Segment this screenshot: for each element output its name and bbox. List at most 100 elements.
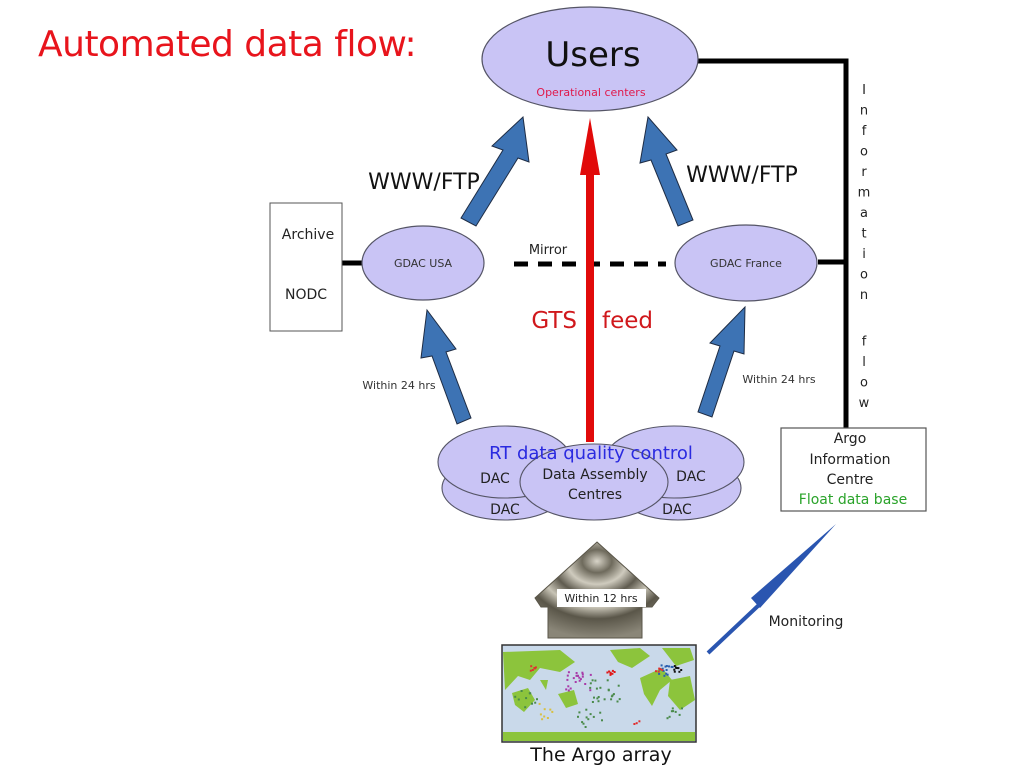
float-dot [589,686,592,689]
float-dot [606,671,609,674]
float-dot [567,685,570,688]
users-to-aic-line [696,58,849,428]
float-dot [578,676,581,679]
float-dot [617,684,620,687]
float-dot [529,669,532,672]
float-dot [533,667,536,669]
gdac-france-node: GDAC France [674,224,818,302]
float-dot [576,674,579,677]
float-dot [633,723,636,725]
float-dot [572,677,575,680]
float-dot [660,664,663,667]
float-dot [672,710,675,713]
float-dot [577,715,579,718]
float-dot [514,695,517,698]
operational-centers-label: Operational centers [536,86,645,99]
float-dot [608,670,611,673]
float-dot [613,671,616,673]
float-dot [673,668,676,671]
float-dot [582,722,585,725]
float-dot [581,673,584,676]
float-dot [609,673,612,676]
map-continents [503,648,695,741]
gts-feed-arrow [580,118,600,442]
float-dot [592,715,595,718]
dac-right-top-label: DAC [676,469,706,485]
float-dot [601,719,603,722]
float-dot [597,700,600,703]
float-dot [589,713,592,716]
float-dot [581,671,584,674]
information-flow-letter: t [861,227,866,242]
float-dot [664,665,667,668]
information-flow-letter: m [858,186,871,201]
float-dot [569,687,572,690]
float-dot [543,715,546,718]
float-dot [665,669,668,671]
aic-line-2: Information [809,452,890,468]
within-24-left-label: Within 24 hrs [362,379,435,392]
float-dot [666,673,669,676]
float-dot [666,717,669,720]
float-dot [670,710,673,713]
float-dot [662,669,665,672]
float-dot [611,672,614,675]
float-dot [578,711,581,714]
blue-arrows [420,115,746,425]
float-database-label: Float data base [799,492,907,508]
float-dot [534,666,537,669]
data-assembly-label: Data Assembly [542,467,647,483]
float-dot [549,708,552,711]
centres-label: Centres [568,487,622,503]
users-label: Users [545,35,640,75]
float-dot [574,681,577,683]
float-dot [611,694,614,697]
information-flow-letter: o [860,145,868,160]
within-24-right-label: Within 24 hrs [742,373,815,386]
within-12-hrs-arrow: Within 12 hrs [534,541,660,639]
information-flow-letter: n [860,288,868,303]
float-dot [538,702,541,705]
rt-quality-control-label: RT data quality control [489,443,693,464]
float-dot [671,707,674,710]
float-dot [579,678,582,681]
dac-left-top-label: DAC [480,471,510,487]
float-dot [566,678,569,681]
float-dot [596,697,599,700]
information-flow-letter: a [860,206,868,221]
monitoring-label: Monitoring [769,614,844,630]
float-dot [599,711,602,714]
float-dot [657,670,660,673]
float-dot [609,671,612,674]
arrow-gdac-usa-to-users [460,115,530,227]
argo-array-map: The Argo array [501,644,697,766]
users-node: Users Operational centers [481,6,699,112]
aic-line-1: Argo [834,431,867,447]
float-dot [680,669,683,671]
float-dot [594,679,597,682]
float-dot [618,698,621,701]
float-dot [663,674,666,677]
float-dot [665,665,668,667]
float-dot [584,683,587,685]
gts-label: GTS [531,308,577,334]
archive-label: Archive [282,227,334,243]
dac-right-bottom-label: DAC [662,502,692,518]
float-dot [668,715,671,718]
float-dot [581,675,584,678]
float-dot [524,706,527,709]
float-dot [543,708,546,711]
float-dot [655,670,657,673]
monitoring-arrowhead [751,524,836,608]
argo-array-label: The Argo array [529,744,671,766]
float-dot [585,708,588,711]
information-flow-letter: l [862,355,866,370]
argo-information-centre-box: Argo Information Centre Float data base [780,427,927,512]
float-dot [546,717,549,719]
float-dot [517,698,520,701]
information-flow-letter: n [860,104,868,119]
float-dot [585,716,588,719]
archive-box: Archive NODC [269,202,343,332]
float-dot [587,718,590,721]
float-dot [658,672,661,675]
